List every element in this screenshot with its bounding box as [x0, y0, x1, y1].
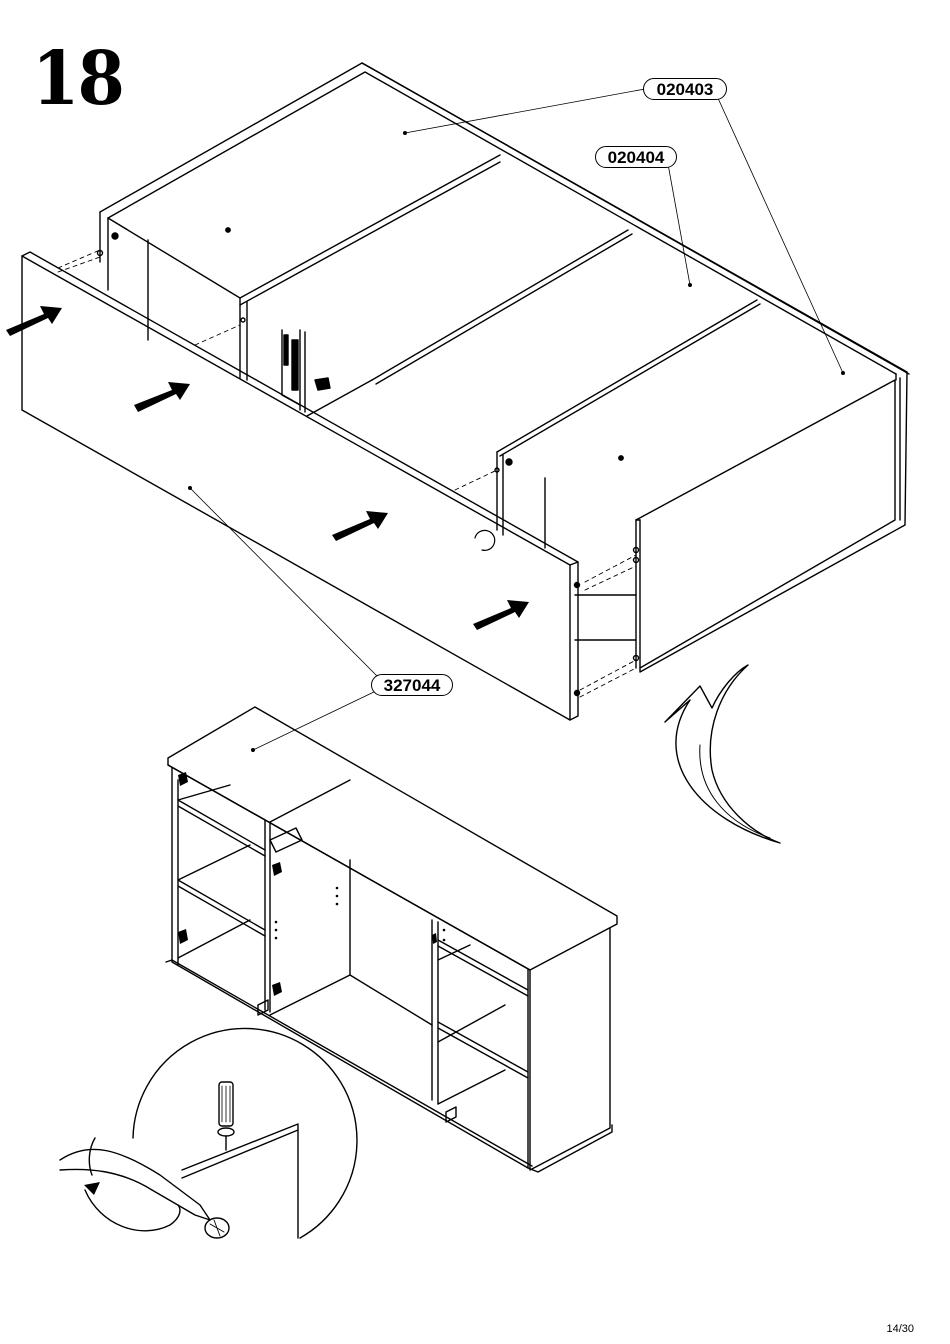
part-label-front-panel: 327044: [371, 674, 453, 696]
hinge-icon: [284, 335, 330, 390]
part-label-top-panel: 020403: [643, 78, 727, 100]
arrow-icon: [473, 600, 529, 630]
detail-callout: [60, 1028, 357, 1238]
arrow-icon: [134, 382, 190, 412]
arrow-icon: [332, 511, 388, 541]
cabinet-right-side: [636, 380, 895, 668]
cabinet-upper: [100, 63, 909, 672]
cabinet-back-panel: [108, 218, 240, 298]
screw-icon: [205, 1082, 234, 1238]
screwdriver-icon: [60, 1138, 210, 1231]
arrow-icon: [6, 306, 62, 336]
part-label-middle-panel: 020404: [595, 146, 677, 168]
front-panel: [22, 250, 639, 720]
rotate-arrow-icon: [665, 665, 780, 843]
page-number: 14/30: [886, 1323, 914, 1335]
hinge-icon: [178, 772, 437, 996]
